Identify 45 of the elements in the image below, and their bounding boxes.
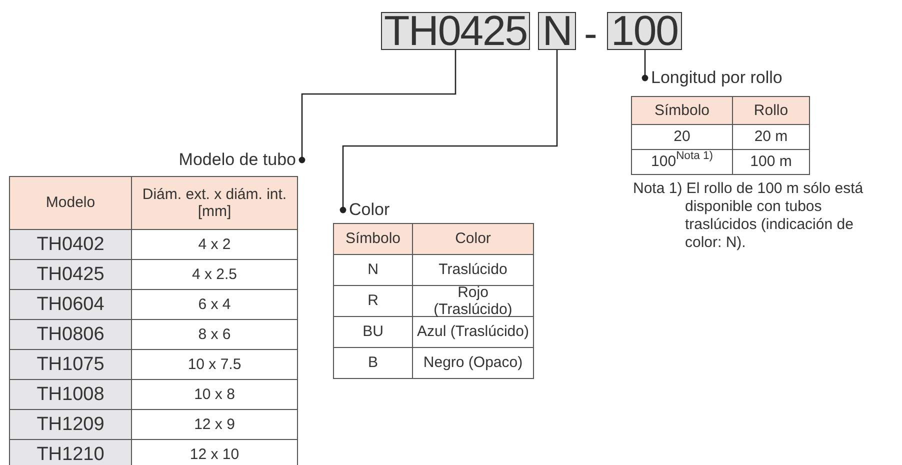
table-header-cell: Rollo: [733, 97, 809, 124]
table-cell: TH1209: [10, 410, 131, 439]
table-cell: TH1210: [10, 440, 131, 465]
leader-line: [340, 50, 558, 214]
table-cell: 10 x 7.5: [132, 350, 297, 379]
table-cell: 6 x 4: [132, 290, 297, 319]
table-cell: R: [334, 286, 412, 316]
section-title: Color: [349, 199, 409, 221]
code-segment-box: 100: [607, 12, 682, 50]
section-title: Modelo de tubo: [120, 149, 296, 171]
table-cell: 12 x 10: [132, 440, 297, 465]
leader-line: [298, 50, 456, 164]
table-cell: TH0604: [10, 290, 131, 319]
table-cell: 8 x 6: [132, 320, 297, 349]
section-title: Longitud por rollo: [651, 67, 811, 89]
leader-line: [642, 49, 648, 82]
table-header-cell: Símbolo: [334, 224, 412, 254]
table-cell: TH1075: [10, 350, 131, 379]
footnote: Nota 1) El rollo de 100 m sólo está disponible con tubos traslúcidos (indicación de color: N).: [633, 180, 864, 252]
table-cell: 4 x 2.5: [132, 260, 297, 289]
table-cell: 100 m: [733, 150, 809, 174]
table-header-cell: Diám. ext. x diám. int. [mm]: [132, 177, 297, 229]
table-cell: 100$^{Nota 1)}$: [632, 150, 732, 174]
table-cell: TH0806: [10, 320, 131, 349]
table-header-cell: Modelo: [10, 177, 131, 229]
table-cell: 12 x 9: [132, 410, 297, 439]
separator-dash: -: [584, 14, 598, 54]
table-cell: Rojo (Traslúcido): [413, 286, 533, 316]
table-cell: 10 x 8: [132, 380, 297, 409]
table-cell: TH1008: [10, 380, 131, 409]
table-cell: 20 m: [733, 125, 809, 149]
code-segment-box: N: [538, 12, 576, 50]
table-cell: Traslúcido: [413, 255, 533, 285]
table-cell: B: [334, 348, 412, 378]
table-cell: TH0425: [10, 260, 131, 289]
table-cell: Azul (Traslúcido): [413, 317, 533, 347]
code-segment-box: TH0425: [381, 12, 530, 50]
table-cell: TH0402: [10, 230, 131, 259]
table-cell: 20: [632, 125, 732, 149]
table-cell: 4 x 2: [132, 230, 297, 259]
table-header-cell: Color: [413, 224, 533, 254]
table-cell: Negro (Opaco): [413, 348, 533, 378]
table-cell: N: [334, 255, 412, 285]
table-cell: BU: [334, 317, 412, 347]
table-header-cell: Símbolo: [632, 97, 732, 124]
